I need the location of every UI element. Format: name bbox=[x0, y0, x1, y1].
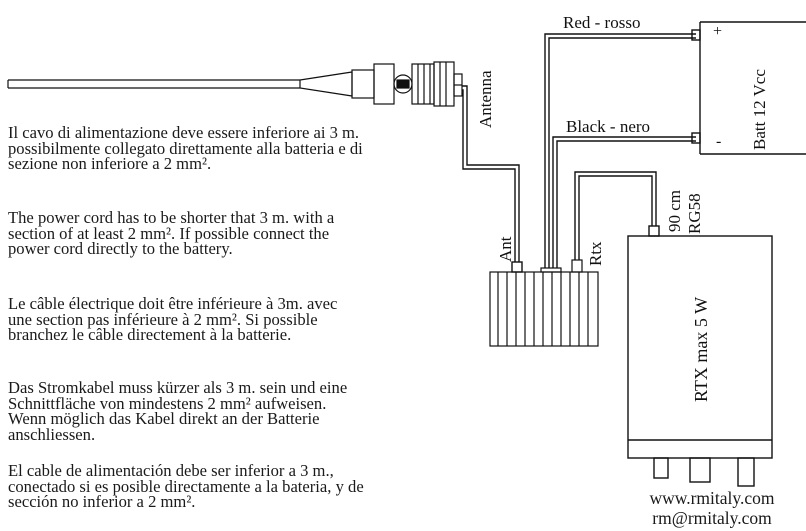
antenna-label: Antenna bbox=[476, 70, 495, 128]
instructions-italian-text: Il cavo di alimentazione deve essere inf… bbox=[8, 123, 363, 173]
instructions-german-text: Das Stromkabel muss kürzer als 3 m. sein… bbox=[8, 378, 348, 444]
red-wire-label: Red - rosso bbox=[563, 13, 640, 32]
antenna-assembly bbox=[7, 61, 463, 107]
black-wire bbox=[552, 132, 701, 268]
instructions-spanish: El cable de alimentación debe ser inferi… bbox=[8, 461, 478, 511]
battery-plus-label: + bbox=[713, 23, 722, 40]
ant-label: Ant bbox=[496, 236, 515, 262]
footer-email[interactable]: rm@rmitaly.com bbox=[652, 508, 772, 528]
instructions-french-text: Le câble électrique doit être inférieure… bbox=[8, 294, 338, 344]
radio-rtx bbox=[627, 235, 773, 487]
instructions-english: The power cord has to be shorter that 3 … bbox=[8, 208, 478, 258]
black-wire-label: Black - nero bbox=[566, 117, 650, 136]
instructions-spanish-text: El cable de alimentación debe ser inferi… bbox=[8, 461, 364, 511]
instructions-french: Le câble électrique doit être inférieure… bbox=[8, 294, 478, 344]
rtx-label: Rtx bbox=[586, 241, 605, 266]
footer-website[interactable]: www.rmitaly.com bbox=[649, 488, 775, 508]
battery bbox=[699, 21, 806, 155]
radio-label: RTX max 5 W bbox=[691, 297, 711, 402]
battery-label: Batt 12 Vcc bbox=[750, 69, 769, 150]
cable-type-label: RG58 bbox=[685, 193, 704, 234]
junction-box bbox=[489, 259, 599, 347]
cable-length-label: 90 cm bbox=[665, 190, 684, 232]
instructions-italian: Il cavo di alimentazione deve essere inf… bbox=[8, 123, 478, 173]
instructions-english-text: The power cord has to be shorter that 3 … bbox=[8, 208, 335, 258]
instructions-german: Das Stromkabel muss kürzer als 3 m. sein… bbox=[8, 378, 478, 444]
battery-minus-label: - bbox=[716, 133, 721, 150]
